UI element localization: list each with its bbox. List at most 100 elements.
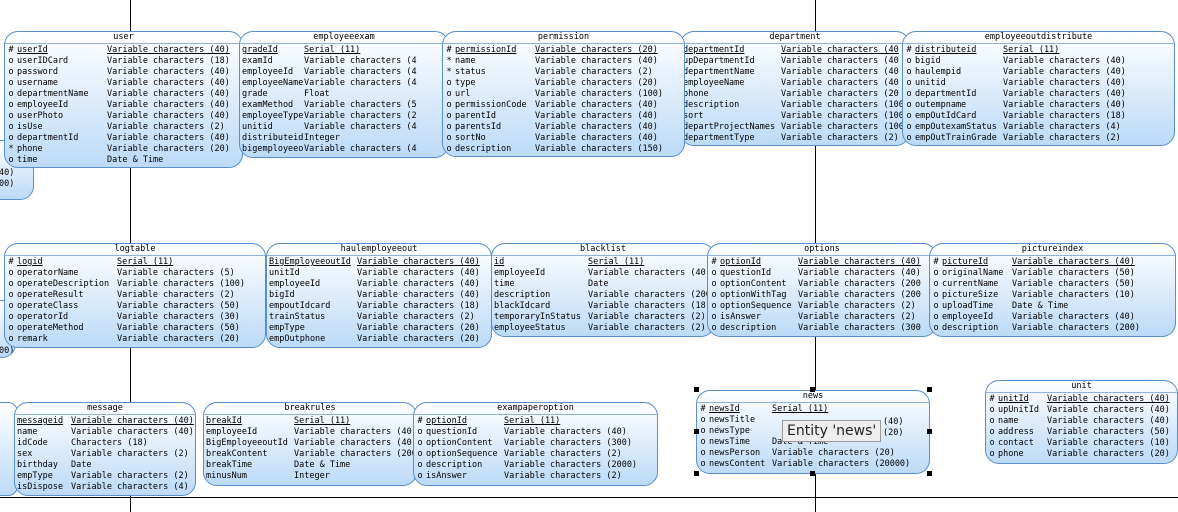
selection-handle[interactable] <box>694 387 699 392</box>
selection-handle[interactable] <box>927 471 932 476</box>
selection-handle[interactable] <box>927 429 932 434</box>
selection-handle[interactable] <box>927 387 932 392</box>
selection-handle[interactable] <box>694 471 699 476</box>
selection-handle[interactable] <box>694 429 699 434</box>
selection-handle[interactable] <box>810 387 815 392</box>
attribute-row[interactable]: bigemployeeoutidVariable characters (4 <box>240 144 448 155</box>
